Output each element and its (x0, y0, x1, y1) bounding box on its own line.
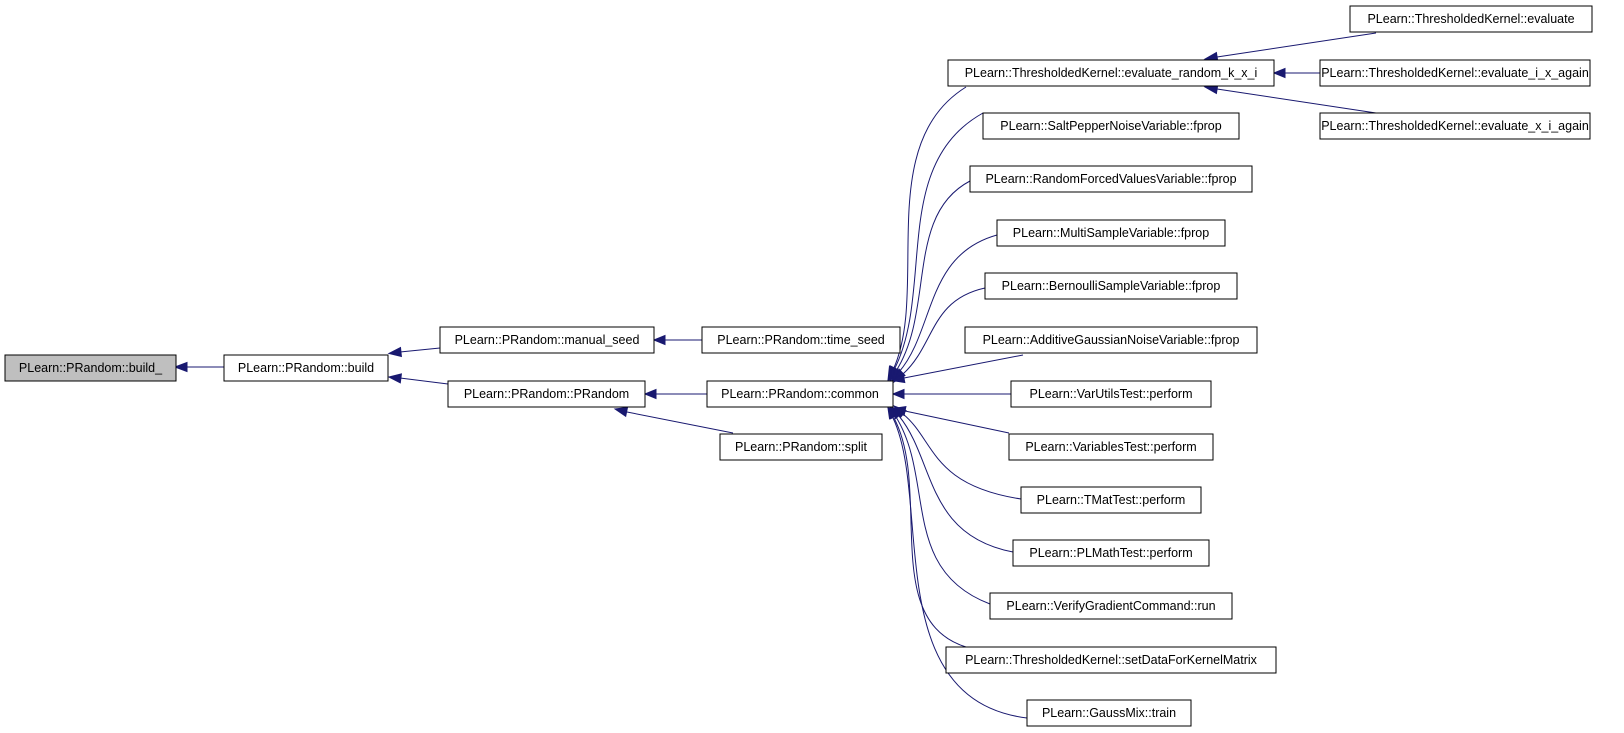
node-label: PLearn::VariablesTest::perform (1025, 440, 1196, 454)
node-label: PLearn::ThresholdedKernel::evaluate (1367, 12, 1574, 26)
node-evaluate-i-x-again[interactable]: PLearn::ThresholdedKernel::evaluate_i_x_… (1319, 59, 1591, 87)
edge-prandom-to-build (387, 373, 449, 385)
node-prandom-build_[interactable]: PLearn::PRandom::build_ (4, 354, 177, 382)
edge-gaussmix-to-common (887, 406, 1028, 719)
node-label: PLearn::TMatTest::perform (1037, 493, 1186, 507)
node-label: PLearn::BernoulliSampleVariable::fprop (1002, 279, 1221, 293)
edge-tmattest-to-common (892, 405, 1022, 500)
node-prandom-build[interactable]: PLearn::PRandom::build (223, 354, 389, 382)
node-tmattest-perform[interactable]: PLearn::TMatTest::perform (1020, 486, 1202, 514)
node-label: PLearn::PRandom::manual_seed (455, 333, 640, 347)
edge-eval-to-eval_rand (1203, 32, 1377, 63)
node-thresholdedkernel-evaluate[interactable]: PLearn::ThresholdedKernel::evaluate (1349, 5, 1593, 33)
edge-manual_seed-to-build (387, 346, 441, 358)
node-saltpepper-fprop[interactable]: PLearn::SaltPepperNoiseVariable::fprop (982, 112, 1240, 140)
edge-eval_x_i-to-eval_rand (1203, 83, 1377, 114)
node-setdataforkernelmatrix[interactable]: PLearn::ThresholdedKernel::setDataForKer… (945, 646, 1277, 674)
edge-varutils-to-common (891, 388, 1011, 400)
edge-verifygrad-to-common (889, 405, 991, 605)
node-multisample-fprop[interactable]: PLearn::MultiSampleVariable::fprop (996, 219, 1226, 247)
edge-plmath-to-common (891, 405, 1014, 553)
node-additivegaussian-fprop[interactable]: PLearn::AdditiveGaussianNoiseVariable::f… (964, 326, 1258, 354)
node-prandom-common[interactable]: PLearn::PRandom::common (706, 380, 894, 408)
node-label: PLearn::AdditiveGaussianNoiseVariable::f… (983, 333, 1240, 347)
node-label: PLearn::VerifyGradientCommand::run (1006, 599, 1215, 613)
edge-time_seed-to-manual_seed (652, 334, 702, 346)
node-label: PLearn::PRandom::PRandom (464, 387, 629, 401)
node-variablestest-perform[interactable]: PLearn::VariablesTest::perform (1008, 433, 1214, 461)
edge-vartest-to-common (891, 406, 1010, 434)
node-verifygradient-run[interactable]: PLearn::VerifyGradientCommand::run (989, 592, 1233, 620)
edge-split-to-prandom (613, 406, 734, 434)
node-label: PLearn::RandomForcedValuesVariable::fpro… (985, 172, 1236, 186)
node-randomforced-fprop[interactable]: PLearn::RandomForcedValuesVariable::fpro… (969, 165, 1253, 193)
node-label: PLearn::PRandom::common (721, 387, 879, 401)
node-label: PLearn::PLMathTest::perform (1029, 546, 1192, 560)
edge-common-to-prandom (643, 388, 707, 400)
node-label: PLearn::ThresholdedKernel::evaluate_i_x_… (1321, 66, 1589, 80)
node-label: PLearn::PRandom::time_seed (717, 333, 885, 347)
edge-addgauss-to-common (890, 354, 1024, 384)
node-prandom-manual-seed[interactable]: PLearn::PRandom::manual_seed (439, 326, 655, 354)
node-label: PLearn::MultiSampleVariable::fprop (1013, 226, 1209, 240)
node-label: PLearn::ThresholdedKernel::setDataForKer… (965, 653, 1258, 667)
node-plmathtest-perform[interactable]: PLearn::PLMathTest::perform (1012, 539, 1210, 567)
node-label: PLearn::ThresholdedKernel::evaluate_rand… (965, 66, 1258, 80)
edge-build-to-build_ (173, 361, 224, 373)
node-label: PLearn::SaltPepperNoiseVariable::fprop (1000, 119, 1221, 133)
node-evaluate-random-k-x-i[interactable]: PLearn::ThresholdedKernel::evaluate_rand… (947, 59, 1275, 87)
node-label: PLearn::GaussMix::train (1042, 706, 1176, 720)
edges (173, 32, 1377, 719)
node-varutilstest-perform[interactable]: PLearn::VarUtilsTest::perform (1010, 380, 1212, 408)
node-label: PLearn::ThresholdedKernel::evaluate_x_i_… (1321, 119, 1589, 133)
node-evaluate-x-i-again[interactable]: PLearn::ThresholdedKernel::evaluate_x_i_… (1319, 112, 1591, 140)
node-prandom-prandom[interactable]: PLearn::PRandom::PRandom (447, 380, 646, 408)
node-gaussmix-train[interactable]: PLearn::GaussMix::train (1026, 699, 1192, 727)
node-prandom-time-seed[interactable]: PLearn::PRandom::time_seed (701, 326, 901, 354)
node-prandom-split[interactable]: PLearn::PRandom::split (719, 433, 883, 461)
nodes: PLearn::PRandom::build_ PLearn::PRandom:… (4, 5, 1593, 727)
node-label: PLearn::PRandom::build_ (19, 361, 163, 375)
edge-eval_i_x-to-eval_rand (1272, 67, 1320, 79)
node-label: PLearn::PRandom::split (735, 440, 868, 454)
node-bernoulli-fprop[interactable]: PLearn::BernoulliSampleVariable::fprop (984, 272, 1238, 300)
node-label: PLearn::VarUtilsTest::perform (1029, 387, 1192, 401)
node-label: PLearn::PRandom::build (238, 361, 374, 375)
